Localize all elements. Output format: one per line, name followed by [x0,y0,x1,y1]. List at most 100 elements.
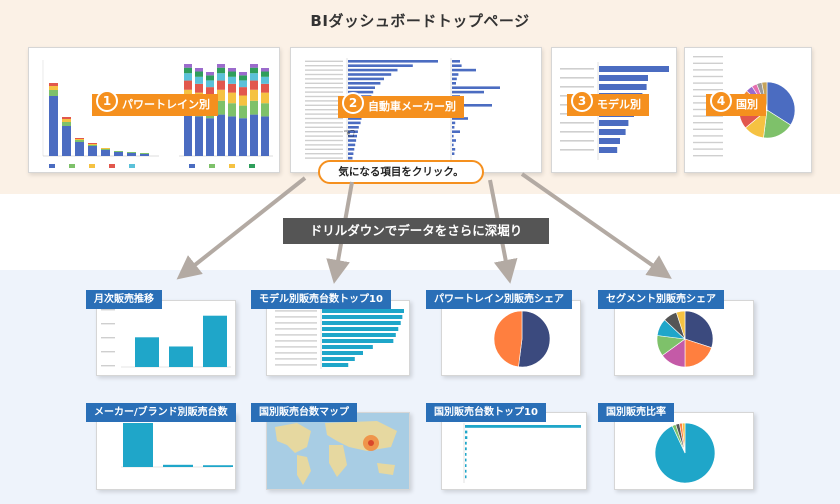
share-bar-segment [206,72,214,76]
maker-sales-bar [163,464,193,467]
model-badge[interactable]: 3 モデル別 [567,90,649,116]
share-bar-segment [195,83,203,93]
stacked-bar-segment [88,146,97,156]
share-bar-segment [261,68,269,72]
maker-bar [348,73,392,76]
model-top10-tick [275,340,317,342]
tile-label-powertrain-share: パワートレイン別販売シェア [426,290,572,309]
maker-bar [348,90,374,94]
monthly-sales-bar-chart [101,309,231,368]
maker-tick-label [305,126,343,128]
country-top10-bar [465,453,467,456]
model-top10-tick [275,322,317,324]
maker-bar [348,126,359,129]
country-leader-label [693,122,723,124]
monthly-bar [203,315,227,367]
share-bar-segment [217,114,225,156]
maker-share-bar [452,90,484,94]
share-bar-segment [206,75,214,81]
maker-share-bar [452,68,476,72]
maker-tick-label [305,100,343,102]
monthly-y-tick [101,365,115,367]
stacked-bar-segment [114,152,123,156]
maker-bar [348,139,357,142]
maker-share-bar [452,143,454,147]
maker-bar [348,117,362,120]
maker-tick-label [305,91,343,93]
country-top10-tile[interactable] [441,412,587,490]
country-top10-bar [465,425,581,428]
badge-number: 1 [96,90,118,112]
maker-share-bar [452,117,468,120]
model-top10-bar [322,309,404,313]
maker-tick-label [305,60,343,62]
share-bar-segment [228,68,236,72]
maker-share-bar [452,139,456,142]
share-bar-segment [250,114,258,156]
badge-number: 2 [342,92,364,114]
model-top10-bar [322,321,401,325]
model-tick-label [560,140,594,142]
maker-share-bar [452,77,457,81]
stacked-bar-segment [88,144,97,145]
maker-tick-label [305,109,343,111]
segment-share-tile[interactable] [614,300,754,376]
country-leader-label [693,148,723,150]
maker-badge[interactable]: 2 自動車メーカー別 [338,92,464,118]
map-landmass [325,421,397,451]
segment-share-pie [656,310,714,368]
model-top10-bar [322,345,373,349]
powertrain-share-tile[interactable] [441,300,581,376]
maker-share-bar [452,130,460,133]
model-bar [599,120,629,126]
stacked-bar-segment [75,138,84,139]
share-bar-segment [206,87,214,96]
maker-bar [348,148,355,151]
share-bar-segment [228,103,236,117]
share-bar-segment [250,73,258,81]
country-top10-bar [465,464,467,467]
maker-bar [348,134,357,138]
monthly-sales-tile[interactable] [96,300,236,376]
stacked-bar-segment [49,86,58,90]
share-bar-segment [206,80,214,88]
powertrain-badge[interactable]: 1 パワートレイン別 [92,90,218,116]
country-ratio-tile[interactable] [614,412,754,490]
maker-share-bar [452,126,455,129]
maker-bar [348,82,381,85]
maker-tick-label [305,104,343,106]
share-bar-segment [261,71,269,77]
maker-tick-label [305,73,343,76]
model-top10-tile[interactable] [266,300,410,376]
monthly-y-tick [101,351,115,353]
model-top10-tick [275,358,317,360]
powertrain-dashboard-card[interactable] [28,47,280,173]
segment-share-slice [684,310,714,349]
share-bar-segment [184,67,192,74]
stacked-bar-segment [140,154,149,156]
country-leader-label [693,75,723,78]
country-top10-bar [465,441,467,445]
share-bar-segment [228,83,236,93]
country-top10-bar [465,430,468,434]
model-tick-label [560,122,594,124]
monthly-y-tick [101,323,115,325]
share-bar-segment [239,75,247,81]
maker-bar [348,68,398,72]
world-map-thumbnail [267,413,409,489]
model-top10-tick [275,346,317,348]
tile-label-monthly: 月次販売推移 [86,290,162,309]
share-bar-segment [228,71,236,77]
arrow-to-monthly [176,176,307,280]
maker-sales-tile[interactable] [96,412,236,490]
country-badge[interactable]: 4 国別 [706,90,766,116]
country-map-tile[interactable] [266,412,410,490]
powertrain-share-slice [518,310,551,368]
badge-label: パワートレイン別 [122,98,210,111]
maker-tick-label [305,95,343,98]
model-top10-tick [275,364,317,366]
country-leader-label [693,89,723,91]
model-top10-tick [275,310,317,312]
model-bar [599,129,626,135]
badge-label: モデル別 [597,98,641,111]
